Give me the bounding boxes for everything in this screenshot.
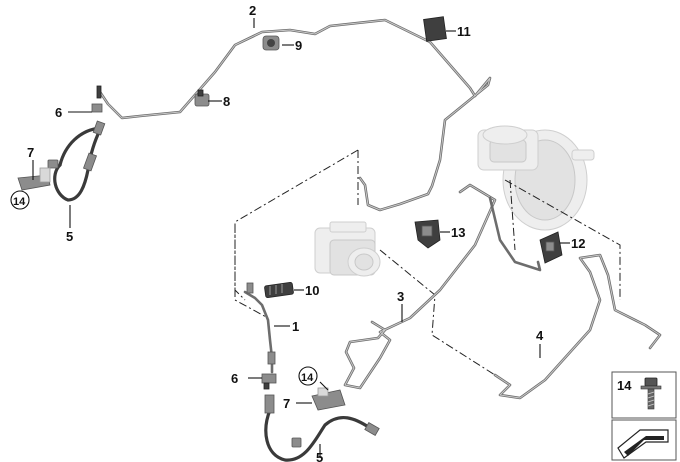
- legend-bolt-box: [611, 371, 677, 419]
- callout-5-upper: 5: [66, 229, 73, 244]
- part-9-grommet: [262, 35, 280, 51]
- diagram-symbol-icon: [617, 429, 669, 459]
- brake-line-1: [243, 282, 276, 374]
- part-6-bracket-upper: [91, 85, 103, 113]
- callout-7-upper: 7: [27, 145, 34, 160]
- legend: 14: [611, 371, 677, 461]
- part-13-holder: [414, 219, 441, 249]
- svg-text:14: 14: [301, 372, 314, 384]
- callout-11: 11: [457, 24, 471, 39]
- callout-12: 12: [571, 236, 585, 251]
- callout-7-lower: 7: [283, 396, 290, 411]
- leader-lines: [32, 18, 570, 458]
- callout-14-lower: 14: [298, 366, 318, 386]
- part-12-holder: [539, 231, 563, 264]
- brake-line-4: [488, 196, 662, 400]
- callout-8: 8: [223, 94, 230, 109]
- part-10-clip-strip: [264, 281, 294, 299]
- legend-bolt-label: 14: [617, 378, 632, 393]
- callout-1: 1: [292, 319, 299, 334]
- brake-hose-5-upper: [47, 120, 106, 202]
- callout-9: 9: [295, 38, 302, 53]
- bolt-icon: [640, 377, 662, 410]
- hydraulic-unit-ghost: [314, 221, 381, 277]
- part-7-bracket-lower: [311, 387, 346, 411]
- callout-6-lower: 6: [231, 371, 238, 386]
- brake-hose-5-lower: [264, 394, 380, 462]
- part-11-pad: [423, 16, 447, 42]
- brake-line-2: [98, 18, 492, 212]
- assembly-boundary-lines: [234, 149, 621, 376]
- callout-3: 3: [397, 289, 404, 304]
- callout-10: 10: [305, 283, 319, 298]
- callout-4: 4: [536, 328, 544, 343]
- svg-text:14: 14: [13, 196, 26, 208]
- callout-2: 2: [249, 3, 256, 18]
- callout-5-lower: 5: [316, 450, 323, 462]
- parts: [17, 16, 563, 411]
- part-6-bracket-lower: [261, 373, 277, 390]
- callout-6-upper: 6: [55, 105, 62, 120]
- brake-booster-ghost: [477, 125, 595, 231]
- callout-14-upper: 14: [10, 190, 30, 210]
- callout-13: 13: [451, 225, 465, 240]
- callout-labels: 2 9 8 11 6 7 5 10 13 12 1 3 4 6 7 5 14 1…: [10, 3, 585, 462]
- brake-line-3: [343, 183, 497, 390]
- part-7-bracket-upper: [17, 167, 51, 191]
- part-8-clip: [194, 89, 210, 107]
